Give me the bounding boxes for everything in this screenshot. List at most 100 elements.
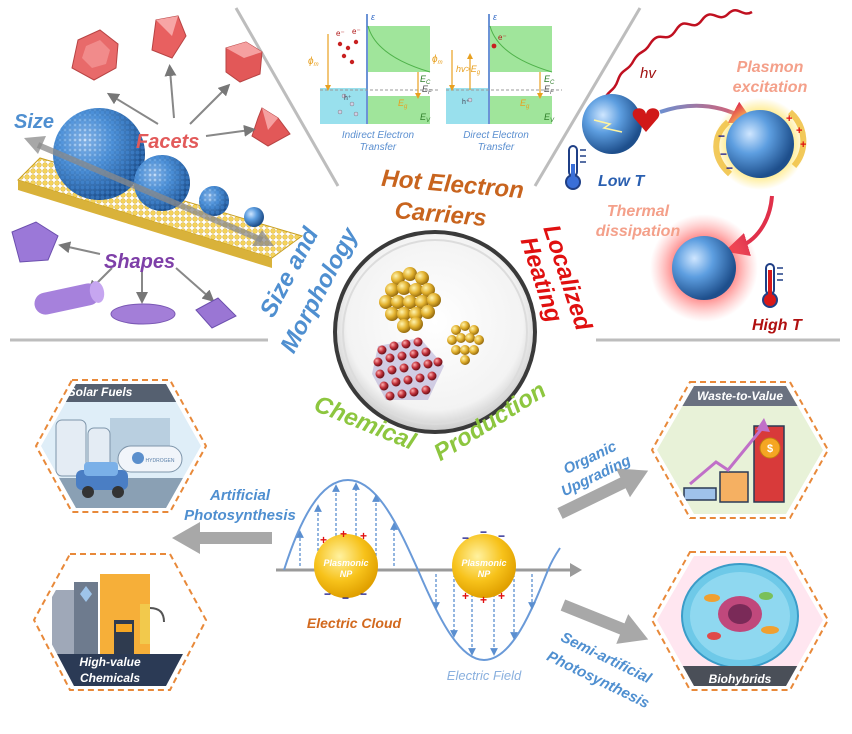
plasmon-cloud-left (713, 119, 733, 177)
band-diagram-direct: ε ϕm hv>Eg e⁻ h⁺ EC EF Eg EV Direct Elec… (432, 12, 562, 153)
hv-label: hv>Eg (456, 64, 481, 76)
arrow-to-semi (560, 599, 649, 644)
minus-sign: − (718, 129, 725, 143)
high-t-label: High T (752, 317, 803, 334)
plasmon-label-line1: Plasmon (737, 59, 804, 76)
sine-wave (283, 478, 561, 662)
valence-band-block (368, 96, 430, 124)
size-arrow (24, 136, 274, 246)
facet-arrows (106, 64, 256, 137)
ef-label: EF (544, 84, 554, 96)
tiny-sphere (244, 207, 264, 227)
large-sphere-texture (53, 108, 145, 200)
light-wave (591, 9, 753, 113)
artificial-line1: Artificial (209, 487, 271, 504)
high-value-line2: Chemicals (80, 671, 140, 685)
small-sphere-texture (199, 186, 229, 216)
divider-line (234, 7, 340, 187)
heart-absorber (632, 108, 660, 132)
plus-sign: + (320, 533, 327, 547)
gold-cluster-small (447, 321, 484, 365)
hexagon-solar-fuels: HYDROGEN Solar Fuels (34, 379, 208, 513)
arrow-line (164, 64, 177, 119)
solar-fuels-label: Solar Fuels (68, 385, 133, 399)
np2-label-line1: Plasmonic (461, 558, 506, 568)
rod-shape (34, 281, 105, 315)
plus-sign: + (360, 529, 367, 543)
plus-sign: + (786, 113, 792, 125)
low-t-label: Low T (598, 173, 645, 190)
plus-sign: + (796, 125, 802, 137)
eg-label: Eg (398, 98, 408, 110)
band-diagram-indirect: ε ϕm e⁻ e⁻ h⁺ EC EF Eg EV Indirect Elect… (308, 12, 440, 153)
plasmon-cloud-right (787, 109, 807, 168)
low-t-sphere (582, 94, 642, 154)
conduction-band-block (368, 26, 430, 72)
axis-epsilon: ε (371, 12, 376, 22)
hole-label: h⁺ (344, 95, 352, 102)
thermal-label-line2: dissipation (596, 223, 681, 240)
hexagon-high-value-chemicals: High-value Chemicals (32, 553, 208, 691)
facets-label: Facets (136, 131, 199, 153)
plasmonic-np-1 (314, 534, 378, 598)
np2-label-line2: NP (478, 569, 491, 579)
hole-dot (467, 97, 473, 103)
gold-cluster-large (379, 267, 441, 333)
arrow-line (205, 124, 256, 137)
metal-block (320, 88, 366, 124)
medium-sphere-texture (134, 155, 190, 211)
band-bend (367, 25, 431, 73)
arrow-line (106, 92, 159, 125)
plasmon-sphere (726, 110, 794, 178)
red-lattice-cluster (372, 337, 444, 401)
minus-sign: − (324, 587, 331, 601)
facet-polyhedra (71, 15, 291, 147)
hv-label: hv (640, 65, 657, 82)
electric-cloud-label: Electric Cloud (307, 615, 402, 631)
hot-electron-line2: Carriers (394, 197, 488, 232)
axis-epsilon: ε (493, 12, 498, 22)
thermometer-low-icon (565, 145, 586, 190)
electron-label: e⁻ (498, 33, 507, 42)
phi-label: ϕm (432, 54, 443, 66)
hole-label: h⁺ (462, 99, 470, 106)
hexagon-biohybrids: Biohybrids (650, 551, 830, 691)
arrow-to-organic (557, 468, 649, 519)
ef-label: EF (422, 84, 432, 96)
pentagon-shape (11, 221, 59, 263)
metal-block (446, 88, 488, 124)
size-label: Size (14, 111, 54, 133)
arrow-line (58, 241, 101, 255)
ev-label: EV (420, 112, 431, 124)
atomic-sheet-side (18, 180, 272, 268)
np1-label-line1: Plasmonic (323, 558, 368, 568)
polyhedron-shape (151, 15, 187, 59)
polyhedron-shape (82, 40, 110, 68)
minus-sign: − (726, 161, 733, 175)
electric-field-panel: Plasmonic NP + + + − − − Plasmonic NP − … (276, 478, 582, 683)
dollar-sign: $ (767, 443, 773, 455)
high-value-line1: High-value (79, 655, 141, 669)
lightning (593, 119, 623, 133)
ev-label: EV (544, 112, 555, 124)
electron-dots (337, 39, 359, 65)
plus-sign: + (462, 589, 469, 603)
thermometer-high-icon (762, 263, 783, 308)
minus-sign: − (360, 587, 367, 601)
disk-shape (110, 303, 176, 325)
polyhedron-shape (262, 108, 278, 130)
minus-sign: − (720, 147, 727, 161)
divider-line (533, 7, 642, 187)
ec-label: EC (420, 74, 431, 86)
shapes-label: Shapes (104, 251, 175, 273)
np1-label-line2: NP (340, 569, 353, 579)
caption-direct-line2: Transfer (478, 142, 515, 153)
biohybrids-label: Biohybrids (709, 672, 772, 686)
size-facet-shape-panel: Size Facets Shapes (11, 15, 304, 329)
application-arrows (172, 468, 649, 644)
minus-sign: − (480, 525, 487, 539)
plus-sign: + (480, 593, 487, 607)
plus-sign: + (800, 139, 806, 151)
valence-band-block (490, 96, 552, 124)
